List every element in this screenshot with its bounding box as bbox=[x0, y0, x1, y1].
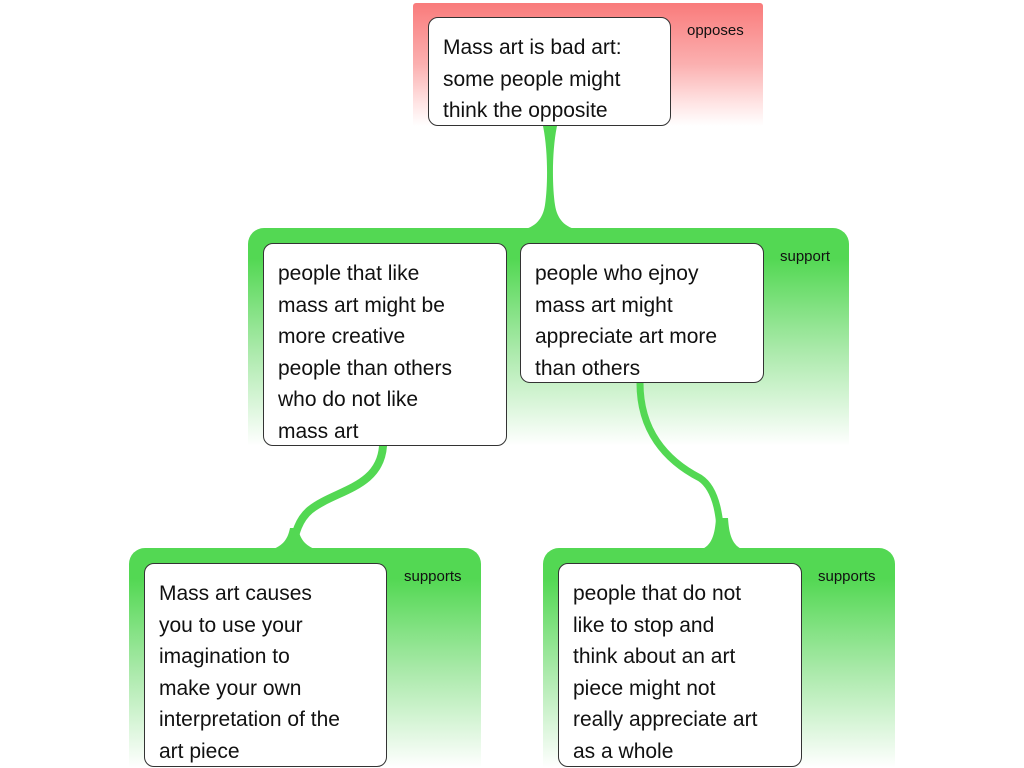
node-root-claim[interactable]: Mass art is bad art: some people might t… bbox=[428, 17, 671, 126]
node-creative-people[interactable]: people that like mass art might be more … bbox=[263, 243, 507, 446]
connector-flare-right bbox=[700, 518, 744, 550]
connector-creative-to-imagination bbox=[288, 442, 387, 552]
connector-root-to-support bbox=[520, 126, 580, 230]
node-stop-and-think[interactable]: people that do not like to stop and thin… bbox=[558, 563, 802, 767]
connector-flare-left bbox=[270, 528, 318, 550]
relation-label-opposes: opposes bbox=[687, 22, 744, 39]
relation-label-support: support bbox=[780, 248, 831, 265]
node-imagination[interactable]: Mass art causes you to use your imaginat… bbox=[144, 563, 387, 767]
node-enjoy-mass-art[interactable]: people who ejnoy mass art might apprecia… bbox=[520, 243, 764, 383]
relation-label-supports-right: supports bbox=[818, 568, 876, 585]
relation-label-supports-left: supports bbox=[404, 568, 462, 585]
